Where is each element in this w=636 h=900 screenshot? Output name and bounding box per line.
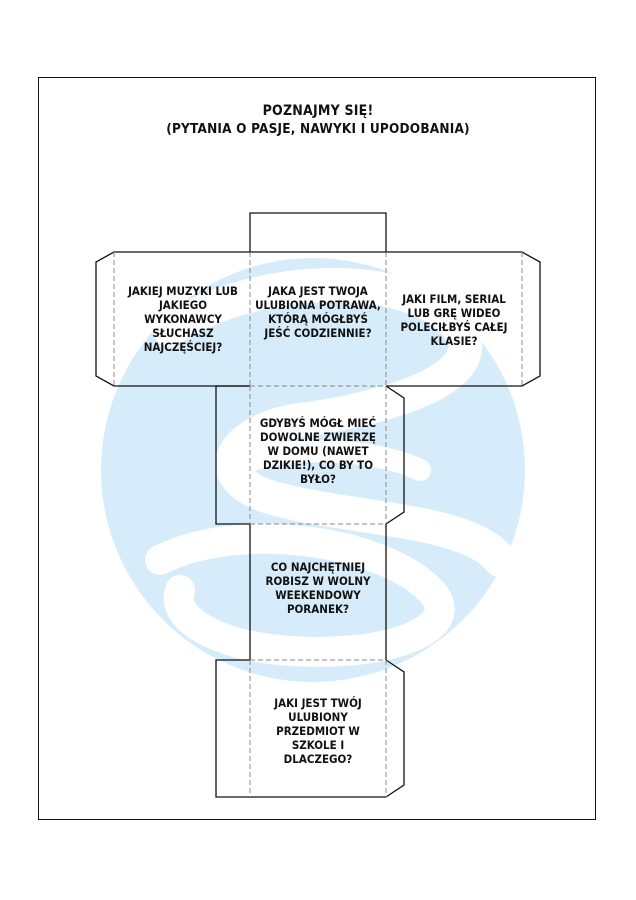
question-animal: GDYBYŚ MÓGŁ MIEĆ DOWOLNE ZWIERZĘ W DOMU … bbox=[259, 416, 377, 486]
net-outline bbox=[95, 212, 541, 798]
right-tab-mid bbox=[385, 385, 405, 525]
page-border bbox=[38, 77, 596, 820]
fold-lines bbox=[113, 252, 523, 797]
question-weekend: CO NAJCHĘTNIEJ ROBISZ W WOLNY WEEKENDOWY… bbox=[265, 560, 371, 616]
question-film: JAKI FILM, SERIAL LUB GRĘ WIDEO POLECIŁB… bbox=[400, 292, 508, 348]
page-subtitle: (PYTANIA O PASJE, NAWYKI I UPODOBANIA) bbox=[166, 121, 470, 137]
left-tab-mid bbox=[215, 385, 250, 525]
left-face-edge bbox=[95, 251, 250, 387]
left-tab-bottom bbox=[215, 659, 250, 798]
question-food: JAKA JEST TWOJA ULUBIONA POTRAWA, KTÓRĄ … bbox=[255, 284, 381, 340]
page-title: POZNAJMY SIĘ! bbox=[262, 103, 374, 119]
question-subject: JAKI JEST TWÓJ ULUBIONY PRZEDMIOT W SZKO… bbox=[274, 696, 362, 766]
right-tab-bottom bbox=[385, 659, 405, 798]
top-flap bbox=[249, 212, 387, 252]
question-music: JAKIEJ MUZYKI LUB JAKIEGO WYKONAWCY SŁUC… bbox=[128, 284, 238, 354]
right-face-edge bbox=[386, 251, 541, 387]
